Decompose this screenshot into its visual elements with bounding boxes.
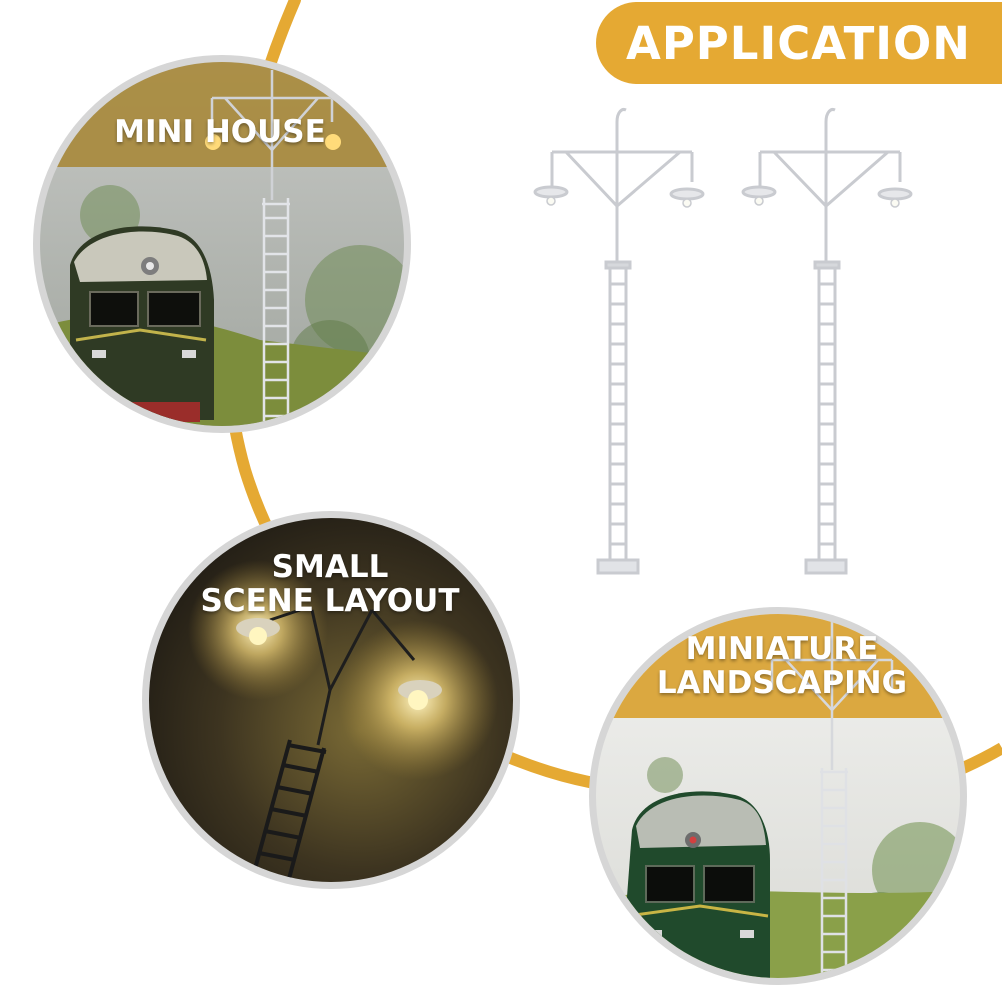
miniature-landscaping-caption: MINIATURE LANDSCAPING [622, 632, 942, 700]
small-scene-caption-line1: SMALL [271, 549, 389, 585]
lamp-post-right [741, 108, 913, 575]
application-title: APPLICATION [626, 17, 971, 70]
miniature-landscaping-caption-line2: LANDSCAPING [656, 665, 908, 701]
small-scene-caption: SMALL SCENE LAYOUT [170, 550, 490, 618]
mini-house-panel [33, 55, 411, 433]
small-scene-panel [142, 511, 520, 889]
lamp-post-left [533, 108, 705, 575]
miniature-landscaping-caption-line1: MINIATURE [685, 631, 879, 667]
application-banner [596, 2, 1002, 84]
mini-house-caption-text: MINI HOUSE [114, 114, 326, 150]
small-scene-caption-line2: SCENE LAYOUT [200, 583, 460, 619]
mini-house-caption: MINI HOUSE [80, 112, 360, 152]
